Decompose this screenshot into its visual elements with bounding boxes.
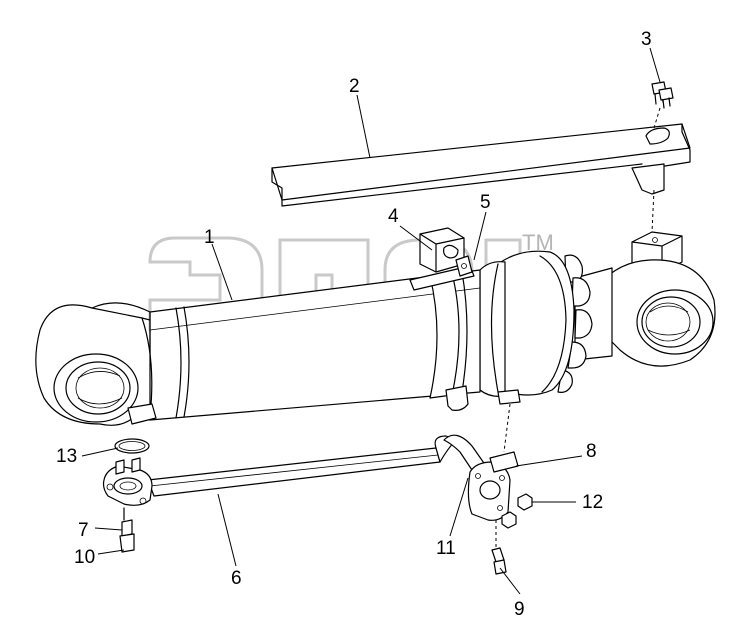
flange-bolt bbox=[119, 507, 135, 553]
callout-13: 13 bbox=[56, 446, 77, 467]
clamp-bracket bbox=[409, 227, 475, 411]
callout-4: 4 bbox=[388, 206, 399, 227]
callout-10: 10 bbox=[74, 547, 95, 568]
callouts: 1 2 3 4 5 6 7 8 9 10 11 12 13 bbox=[56, 29, 652, 620]
tube-assembly bbox=[102, 434, 519, 521]
callout-11: 11 bbox=[436, 538, 456, 559]
leader-lines bbox=[81, 47, 661, 595]
callout-8: 8 bbox=[586, 441, 597, 462]
callout-5: 5 bbox=[480, 192, 491, 213]
port-fitting-top bbox=[497, 389, 521, 405]
callout-1: 1 bbox=[204, 227, 215, 248]
callout-12: 12 bbox=[582, 492, 603, 513]
clamp-bolt bbox=[455, 255, 473, 277]
o-ring bbox=[114, 438, 150, 454]
cover-channel bbox=[271, 123, 691, 207]
lower-bolt bbox=[491, 547, 507, 575]
nut-12 bbox=[517, 493, 533, 511]
callout-9: 9 bbox=[514, 599, 525, 620]
callout-3: 3 bbox=[641, 29, 652, 50]
hydraulic-cylinder bbox=[35, 250, 716, 426]
nut-lower bbox=[501, 511, 517, 529]
callout-6: 6 bbox=[231, 568, 242, 589]
callout-7: 7 bbox=[78, 520, 89, 541]
top-bolts bbox=[651, 81, 674, 109]
callout-2: 2 bbox=[349, 76, 360, 97]
